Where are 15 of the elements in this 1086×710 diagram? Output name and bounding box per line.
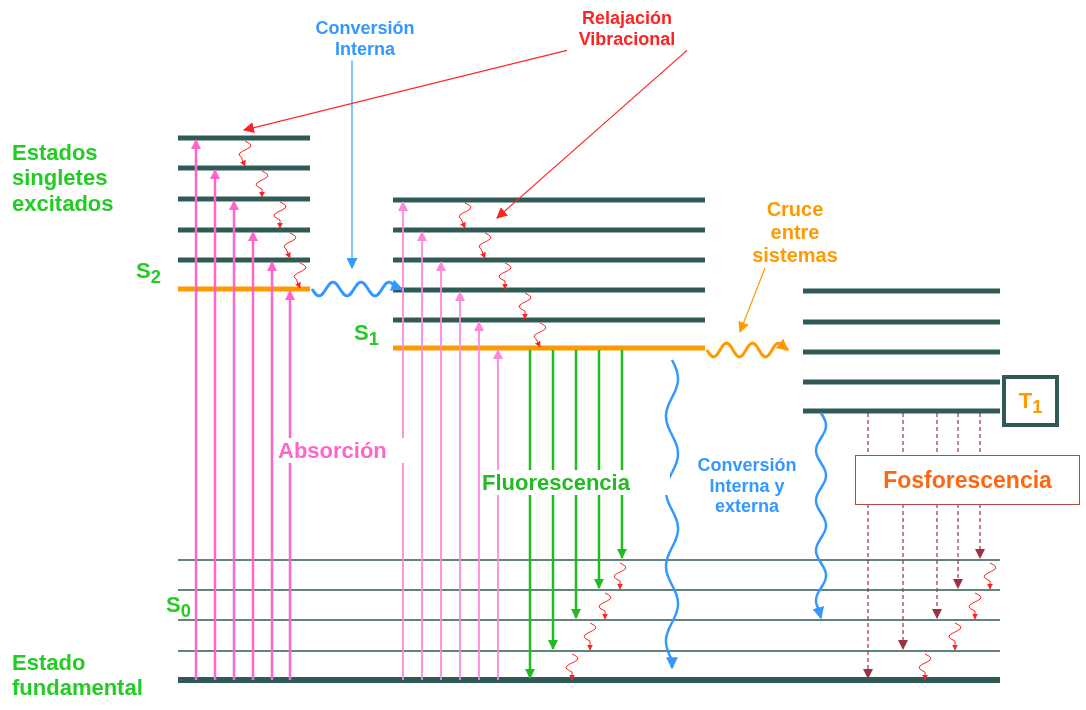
- process-label: Relajación Vibracional: [552, 8, 702, 50]
- process-label-box: Fosforescencia: [855, 455, 1080, 505]
- process-label: Cruce entre sistemas: [750, 198, 840, 267]
- process-label: Conversión Interna: [300, 18, 430, 60]
- leader-line: [242, 49, 568, 133]
- state-label: Estados singletes excitados: [12, 140, 115, 216]
- state-label: S$_{0}$: [166, 592, 192, 622]
- process-label: Fluorescencia: [482, 470, 670, 496]
- leader-line: [346, 59, 358, 270]
- state-label-box: T$_{1}$: [1002, 375, 1059, 427]
- leader-line: [496, 49, 688, 219]
- state-label: S$_{1}$: [354, 320, 380, 350]
- leader-line: [738, 267, 766, 333]
- state-label: Estado fundamental: [12, 650, 144, 701]
- state-label: S$_{2}$: [136, 258, 162, 288]
